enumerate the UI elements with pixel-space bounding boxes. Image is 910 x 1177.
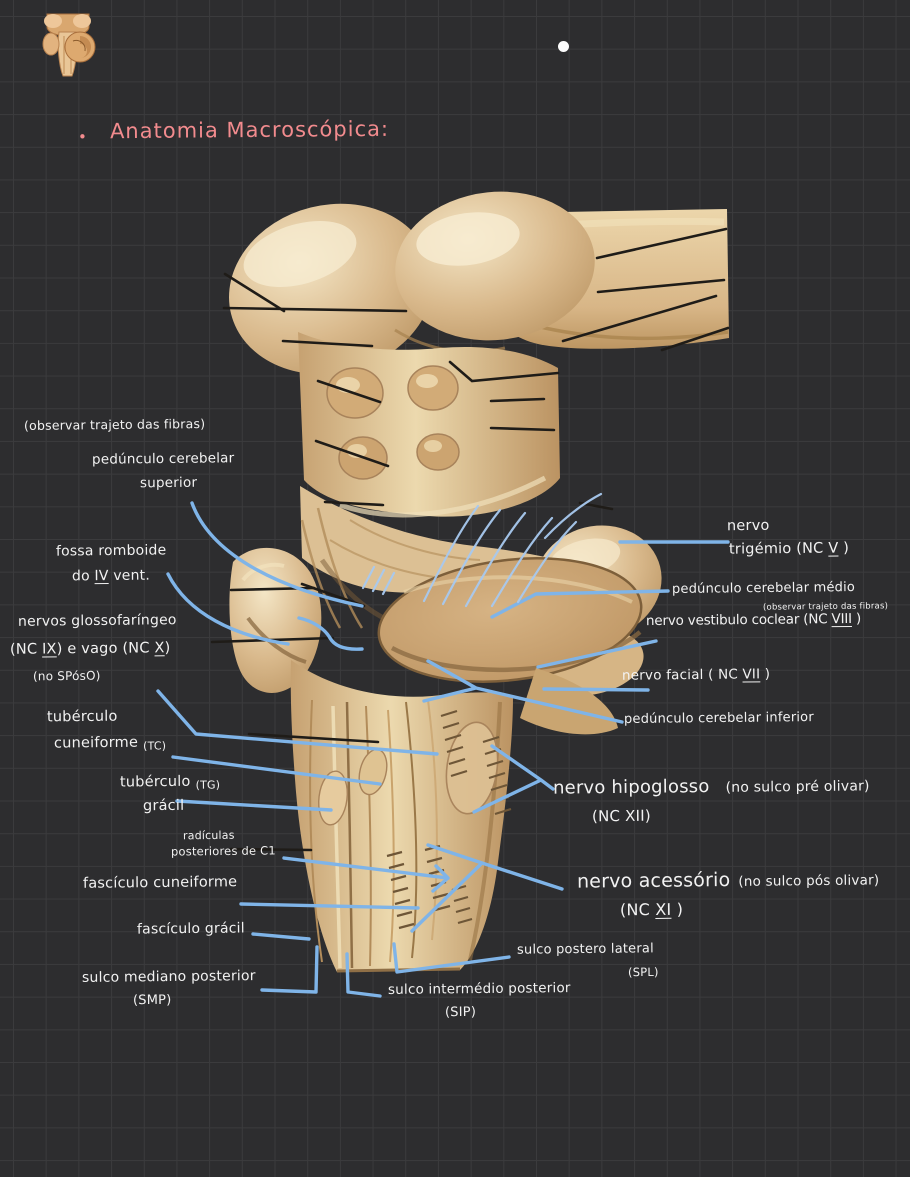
label-vestibulococlear: nervo vestibulo coclear (NC VIII ) xyxy=(646,611,861,629)
leader-pedunculo-medio xyxy=(490,589,670,619)
leader-fasciculo-cuneiforme xyxy=(239,902,420,910)
fossa-roman-iv: IV xyxy=(94,568,109,585)
glosso-p2: ) e vago (NC xyxy=(56,640,155,658)
label-pedunculo-superior-line1: pedúnculo cerebelar xyxy=(91,450,235,468)
trig-pre: trigémio (NC xyxy=(728,540,829,558)
leader-tuberculo-cuneiforme xyxy=(171,755,382,786)
label-trigemio-line2: trigémio (NC V ) xyxy=(729,540,849,559)
leader-fossa-brace xyxy=(297,616,364,651)
label-acessorio-line2: (NC XI ) xyxy=(620,900,683,920)
brainstem-thumbnail-icon xyxy=(42,13,96,77)
glosso-p1: (NC xyxy=(9,641,43,658)
leader-acessorio xyxy=(410,843,564,933)
acessorio-main: nervo acessório xyxy=(576,868,731,893)
label-glossofaringeo-line1: nervos glossofaríngeo xyxy=(17,612,177,630)
vest-post: ) xyxy=(851,610,862,627)
leader-fossa-romboide xyxy=(166,572,290,646)
label-trigemio-line1: nervo xyxy=(726,517,770,535)
illustration-base xyxy=(229,191,729,973)
leader-tuberculo-gracil xyxy=(175,799,333,812)
fiber-annotation-strokes xyxy=(361,492,603,608)
label-pedunculo-inferior: pedúnculo cerebelar inferior xyxy=(623,710,814,727)
leader-pedunculo-inferior xyxy=(422,659,624,724)
facial-roman-vii: VII xyxy=(742,666,761,683)
label-hipoglosso-line2: (NC XII) xyxy=(591,806,651,826)
label-radiculas-line1: radículas xyxy=(182,828,235,843)
label-tuberculo-gracil-line1: tubérculo (TG) xyxy=(119,773,221,792)
leader-fasciculo-gracil xyxy=(251,932,311,941)
aces-post: ) xyxy=(671,899,684,919)
leader-sip xyxy=(345,952,382,998)
label-observar-fibras: (observar trajeto das fibras) xyxy=(23,416,206,433)
label-pedunculo-superior-line2: superior xyxy=(139,474,198,492)
trig-post: ) xyxy=(838,540,850,557)
leader-radiculas-c1 xyxy=(282,856,450,893)
leader-vestibulococlear xyxy=(536,639,658,669)
leader-pedunculo-superior xyxy=(190,501,364,608)
label-glossofaringeo-line2: (NC IX) e vago (NC X) xyxy=(10,640,171,659)
label-fossa-romboide-line1: fossa romboide xyxy=(55,542,167,560)
label-hipoglosso-line1: nervo hipoglosso (no sulco pré olivar) xyxy=(553,774,870,799)
label-smp-line2: (SMP) xyxy=(132,992,172,1009)
tc-abbr: (TC) xyxy=(142,739,167,753)
facial-post: ) xyxy=(760,666,771,683)
label-fasciculo-gracil: fascículo grácil xyxy=(136,920,245,938)
vest-pre: nervo vestibulo coclear (NC xyxy=(645,611,832,630)
bullet-point: • xyxy=(78,128,87,146)
tg-main: tubérculo xyxy=(119,773,191,791)
label-sip-line2: (SIP) xyxy=(444,1004,477,1021)
aces-pre: (NC xyxy=(619,899,656,920)
label-spl-line1: sulco postero lateral xyxy=(516,941,654,958)
label-tuberculo-cuneiforme-line1: tubérculo xyxy=(46,708,118,726)
label-fossa-romboide-line2: do IV vent. xyxy=(72,568,150,586)
label-pedunculo-medio: pedúnculo cerebelar médio xyxy=(671,580,856,597)
label-radiculas-line2: posteriores de C1 xyxy=(170,843,276,859)
student-annotation-lines xyxy=(156,501,730,998)
leader-facial xyxy=(542,687,650,692)
facial-pre: nervo facial ( NC xyxy=(621,666,743,684)
label-tuberculo-gracil-line2: grácil xyxy=(142,797,185,815)
leader-spl xyxy=(392,942,511,974)
hipoglosso-paren: (no sulco pré olivar) xyxy=(725,778,870,796)
label-acessorio-line1: nervo acessório (no sulco pós olivar) xyxy=(577,867,879,893)
tc-main: cuneiforme xyxy=(53,734,139,752)
tg-abbr: (TG) xyxy=(195,778,221,792)
hipoglosso-main: nervo hipoglosso xyxy=(552,776,710,799)
leader-hipoglosso xyxy=(472,744,555,814)
trig-roman-v: V xyxy=(828,540,839,557)
label-sip-line1: sulco intermédio posterior xyxy=(387,980,571,998)
label-smp-line1: sulco mediano posterior xyxy=(81,968,256,986)
aces-roman-xi: XI xyxy=(655,899,672,919)
label-fasciculo-cuneiforme: fascículo cuneiforme xyxy=(82,874,238,892)
leader-smp xyxy=(260,945,319,994)
label-spl-line2: (SPL) xyxy=(627,964,659,980)
glosso-p3: ) xyxy=(164,640,171,657)
page-title-text: Anatomia Macroscópica: xyxy=(109,116,390,144)
white-dot xyxy=(558,41,569,52)
label-no-sposo: (no SPósO) xyxy=(32,668,101,684)
textbook-leader-lines xyxy=(210,227,730,852)
fossa-post: vent. xyxy=(108,567,151,585)
label-facial: nervo facial ( NC VII ) xyxy=(622,666,770,684)
leader-glossofaringeo-vago xyxy=(156,689,439,756)
glosso-roman-ix: IX xyxy=(41,641,57,658)
glosso-roman-x: X xyxy=(154,640,165,657)
vest-roman-viii: VIII xyxy=(831,610,852,628)
fossa-pre: do xyxy=(71,568,95,585)
acessorio-paren: (no sulco pós olivar) xyxy=(738,872,880,890)
label-tuberculo-cuneiforme-line2: cuneiforme(TC) xyxy=(54,734,166,753)
